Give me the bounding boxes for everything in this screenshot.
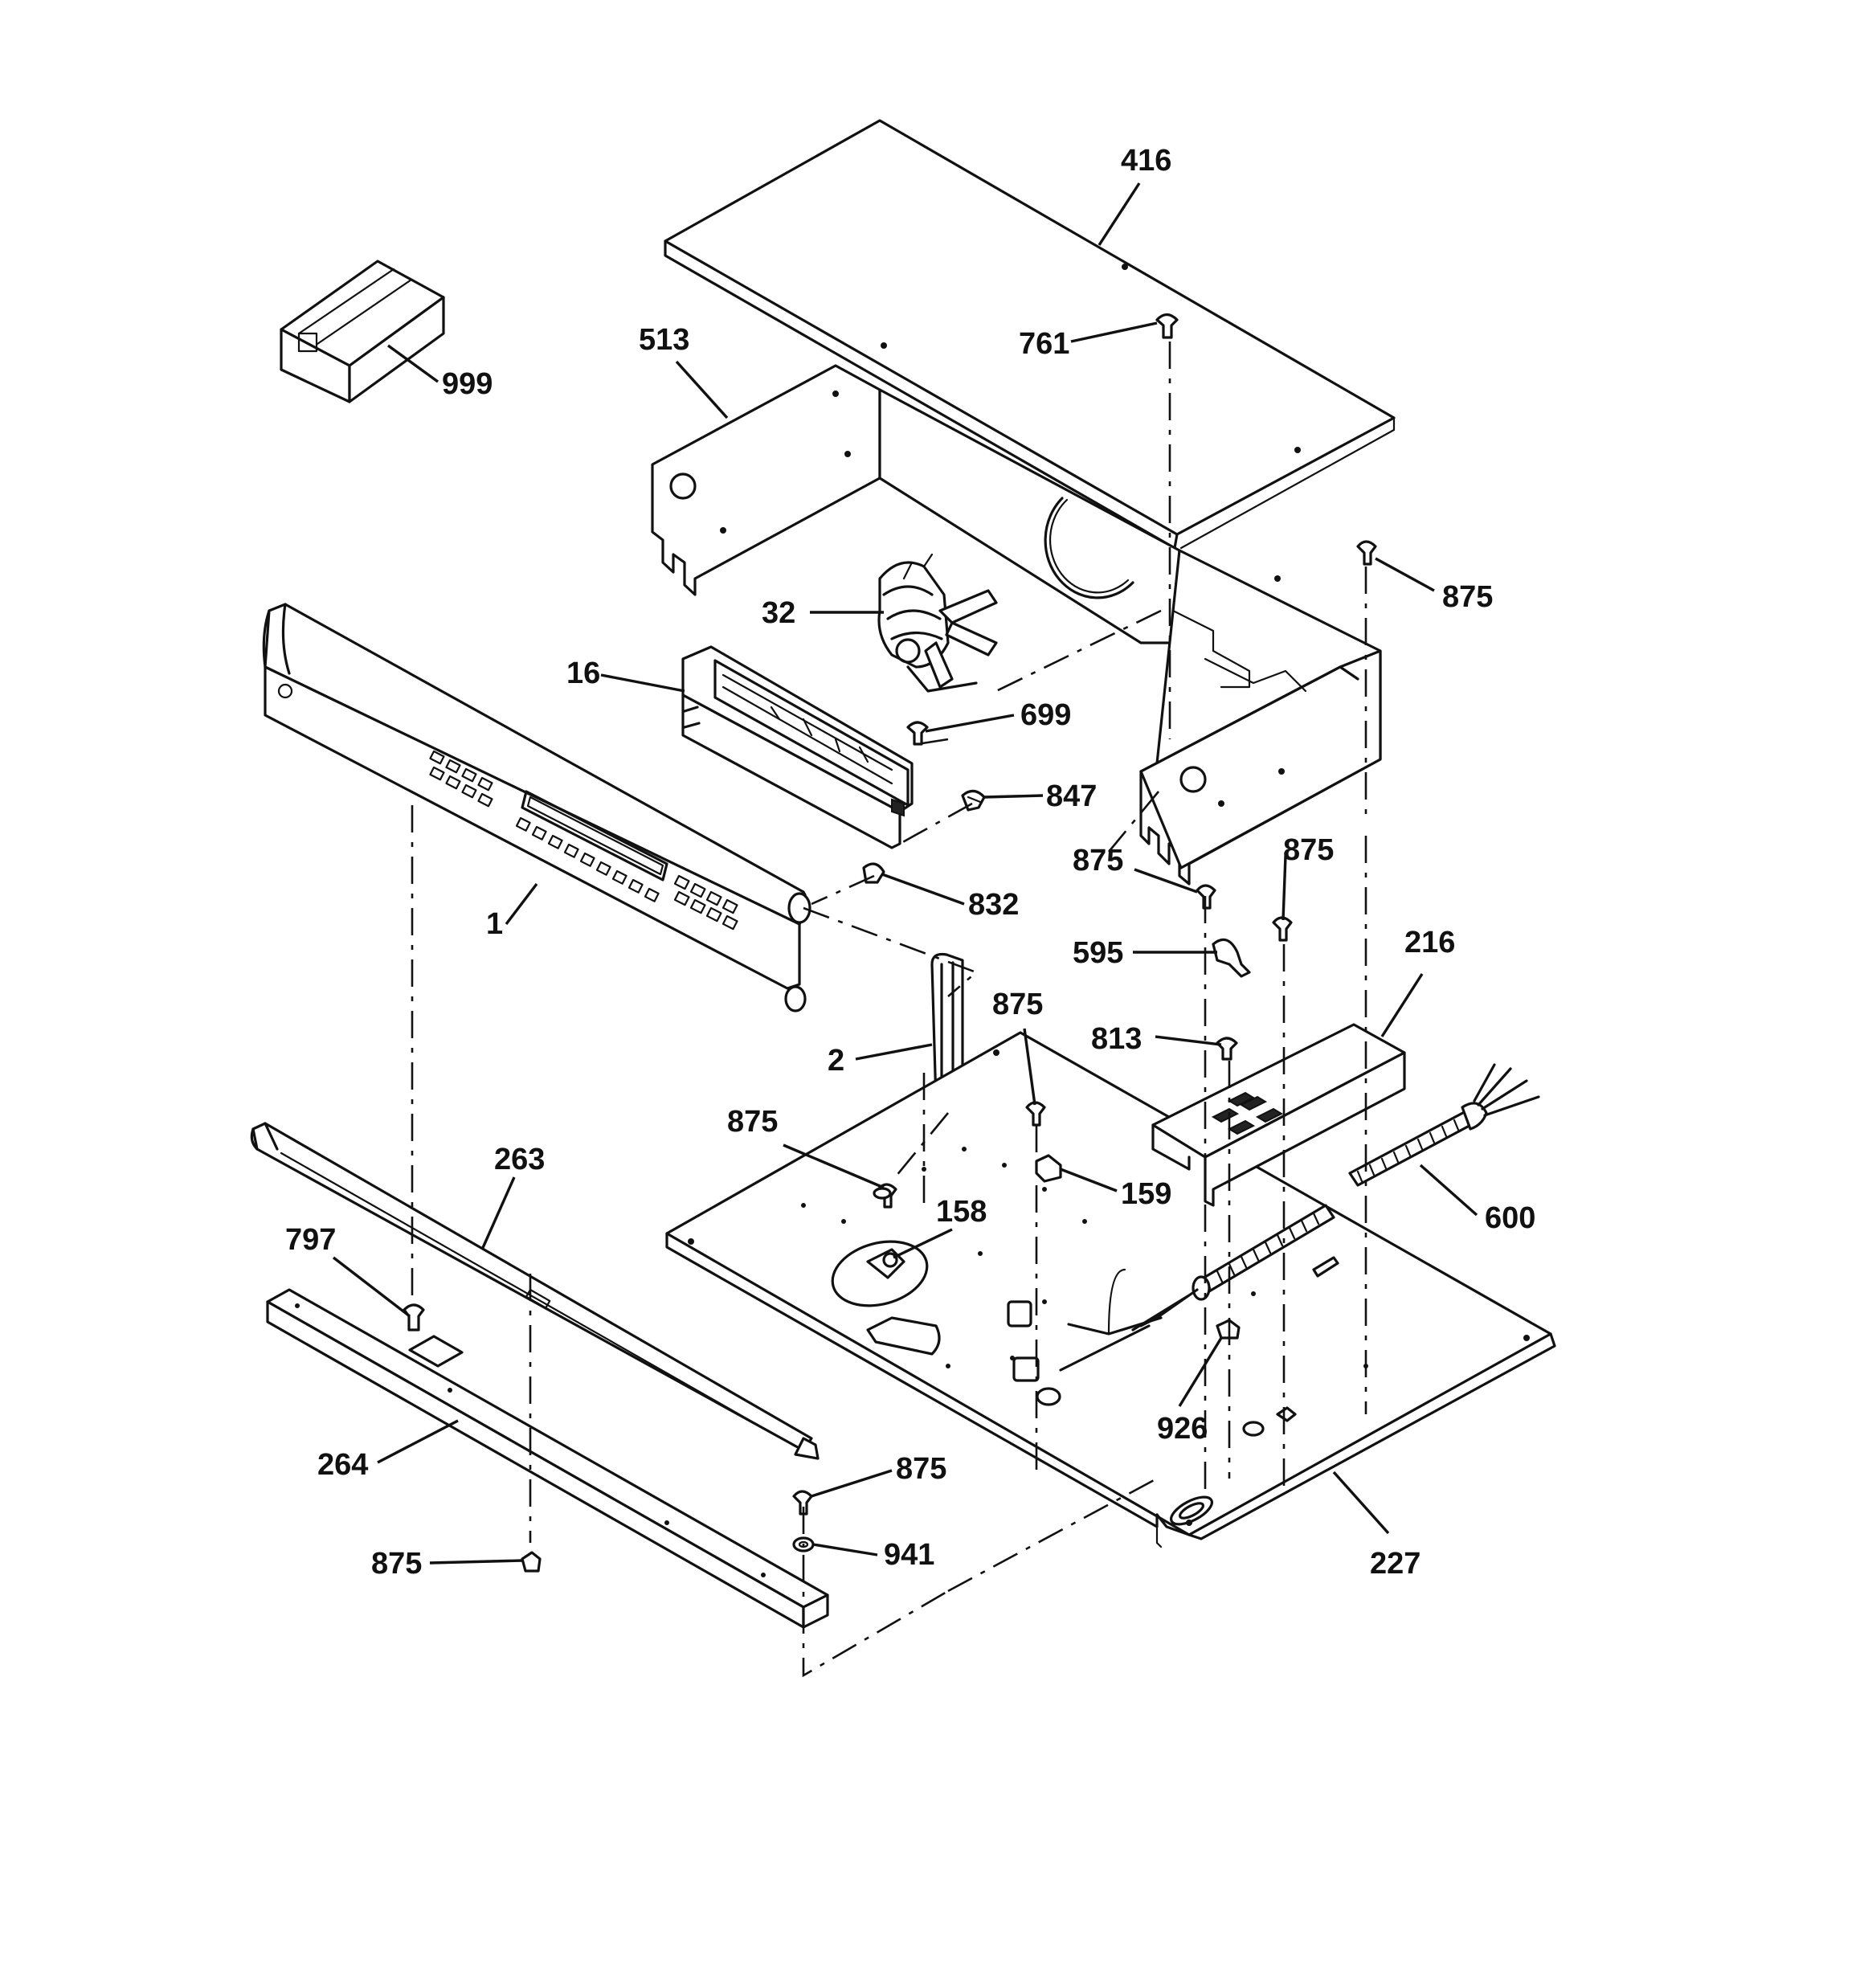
callout-797: 797 [285, 1223, 336, 1257]
screw-875-mid-b [1272, 916, 1293, 942]
callout-595: 595 [1073, 936, 1123, 970]
part-227-base-plate [665, 1031, 1556, 1548]
callout-999: 999 [442, 367, 493, 401]
part-416-top-cover [664, 119, 1396, 550]
callout-227: 227 [1370, 1547, 1420, 1581]
screw-699 [906, 721, 929, 746]
callout-159: 159 [1121, 1177, 1171, 1211]
part-159-bracket [1035, 1154, 1062, 1183]
terminal-block-slots [1211, 1091, 1284, 1135]
part-16-control-board [681, 645, 914, 849]
callout-847: 847 [1046, 779, 1097, 813]
callout-875-lower-a: 875 [896, 1452, 946, 1486]
screw-875-top-right [1356, 540, 1377, 566]
callout-513: 513 [639, 323, 689, 357]
control-panel-keypad [429, 750, 738, 931]
callout-158: 158 [936, 1195, 987, 1229]
callout-32: 32 [762, 596, 795, 630]
screw-813 [1216, 1037, 1238, 1061]
part-600-power-cord [1007, 1063, 1540, 1406]
part-999-parts-box [280, 260, 445, 403]
keypad-row [515, 816, 660, 902]
part-513-outer-case [651, 364, 1382, 886]
screw-797 [403, 1303, 425, 1331]
part-595-clip [1212, 938, 1251, 978]
callout-699: 699 [1020, 698, 1071, 732]
callout-926: 926 [1157, 1412, 1208, 1446]
clip-926 [1216, 1319, 1241, 1340]
callout-264: 264 [317, 1448, 368, 1482]
callout-875-lower-b: 875 [371, 1547, 422, 1581]
callout-16: 16 [566, 657, 600, 690]
part-32-fan-motor [877, 553, 998, 693]
callout-263: 263 [494, 1143, 545, 1176]
callout-832: 832 [968, 888, 1019, 922]
callout-875-top: 875 [1442, 580, 1493, 614]
callout-labels: 416 513 761 999 875 32 16 699 847 875 87… [285, 144, 1535, 1581]
callout-875-mid-a: 875 [1073, 844, 1123, 877]
screw-761 [1155, 313, 1179, 339]
assembly-lines [411, 342, 1367, 1678]
callout-416: 416 [1121, 144, 1171, 178]
callout-875-base-b: 875 [727, 1105, 778, 1139]
leader-lines [332, 182, 1478, 1565]
part-216-terminal-cover [1151, 1023, 1406, 1207]
callout-813: 813 [1091, 1022, 1142, 1056]
screws-875 [521, 540, 1377, 1573]
callout-941: 941 [884, 1538, 934, 1572]
callout-600: 600 [1485, 1201, 1535, 1235]
callout-216: 216 [1404, 926, 1455, 959]
callout-875-base-a: 875 [992, 988, 1043, 1021]
part-1-control-panel [262, 603, 811, 1012]
part-264-lower-bracket [266, 1288, 829, 1629]
callout-875-mid-b: 875 [1283, 833, 1334, 867]
callout-1: 1 [486, 907, 503, 941]
screw-875-lower-b [521, 1551, 542, 1573]
part-263-lower-trim [250, 1122, 820, 1460]
callout-761: 761 [1019, 327, 1069, 361]
callout-2: 2 [828, 1044, 844, 1078]
